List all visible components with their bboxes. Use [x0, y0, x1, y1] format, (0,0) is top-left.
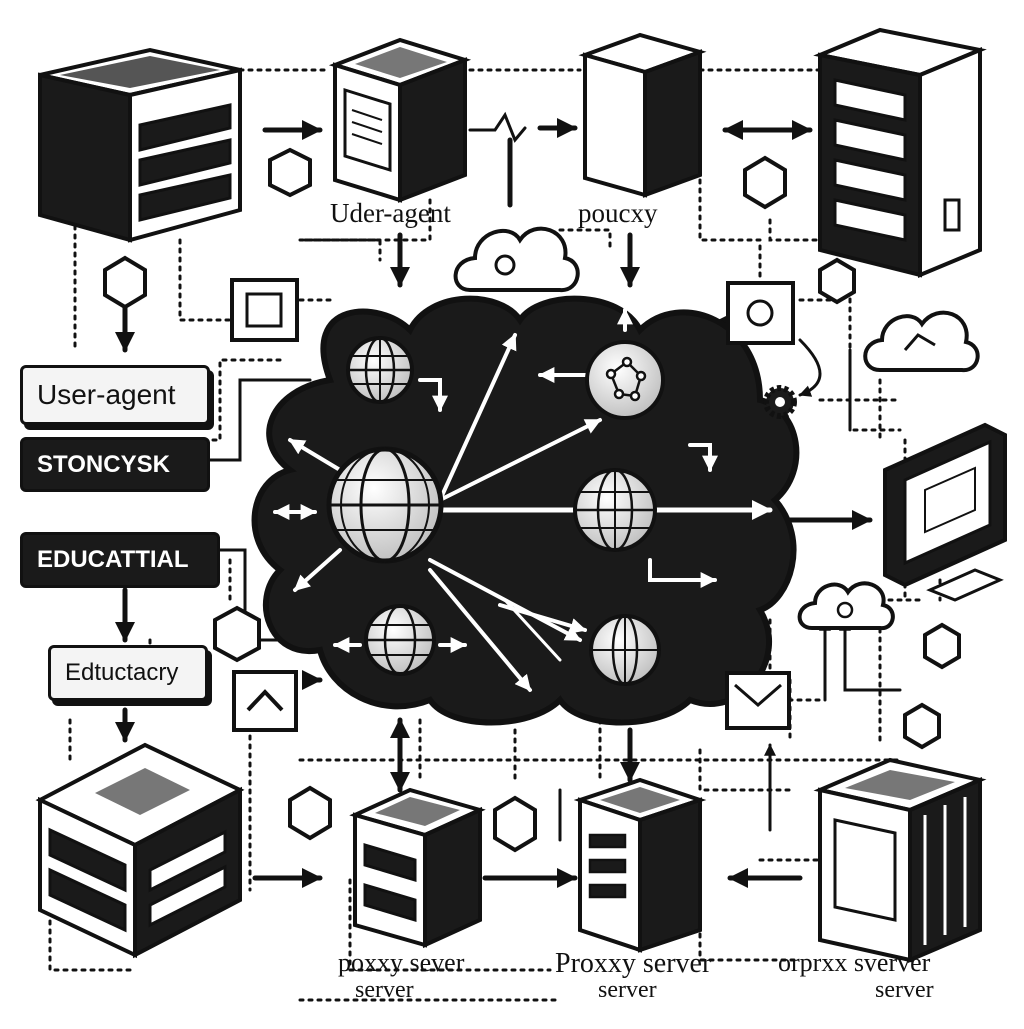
label-text: EDUCATTIAL [37, 546, 189, 573]
server-icon [813, 757, 987, 964]
server-icon [573, 777, 707, 953]
gear-icon [763, 385, 797, 419]
server-icon [38, 47, 242, 243]
label-text: Edtuctacry [65, 659, 179, 686]
monitor-icon [883, 422, 1007, 602]
globe-icon [326, 446, 444, 564]
label-text: STONCYSK [37, 450, 170, 478]
panel-icon [232, 670, 298, 732]
cloud-icon [797, 581, 895, 631]
label-bottom-3-line2: server [875, 977, 934, 1003]
server-icon [813, 27, 987, 278]
label-bottom-1-line1: poxxy sever [338, 948, 465, 977]
server-icon [328, 37, 472, 203]
label-bottom-1-line2: server [355, 977, 414, 1003]
solid-connectors [115, 111, 902, 888]
cloud-icon [863, 310, 980, 372]
panel-icon [230, 278, 299, 342]
label-box-educattial: EDUCATTIAL [20, 532, 220, 588]
server-icon [349, 787, 486, 949]
label-box-stoncysk: STONCYSK [20, 437, 210, 492]
label-text: User-agent [37, 379, 176, 410]
mail-icon [725, 671, 791, 730]
cloud-arrows [273, 308, 773, 692]
panel-icon [726, 281, 795, 345]
globe-icon [589, 614, 661, 686]
label-bottom-2-line1: Proxxy server [555, 948, 712, 979]
label-bottom-2-line2: server [598, 977, 657, 1003]
server-icon [35, 742, 245, 959]
label-uder-agent: Uder-agent [330, 198, 451, 228]
label-poucxy: poucxy [578, 198, 658, 228]
globe-icon [364, 604, 436, 676]
network-node-globe-icon [585, 340, 665, 420]
server-icon [578, 32, 707, 198]
globe-icon [573, 468, 657, 552]
label-box-edtuctacry: Edtuctacry [48, 645, 208, 701]
hexagon-badge-icon [103, 147, 961, 853]
globe-icon [346, 336, 414, 404]
label-bottom-3-line1: orprxx sverver [778, 948, 931, 977]
label-box-user-agent: User-agent [20, 365, 210, 425]
cloud-icon [453, 226, 580, 293]
